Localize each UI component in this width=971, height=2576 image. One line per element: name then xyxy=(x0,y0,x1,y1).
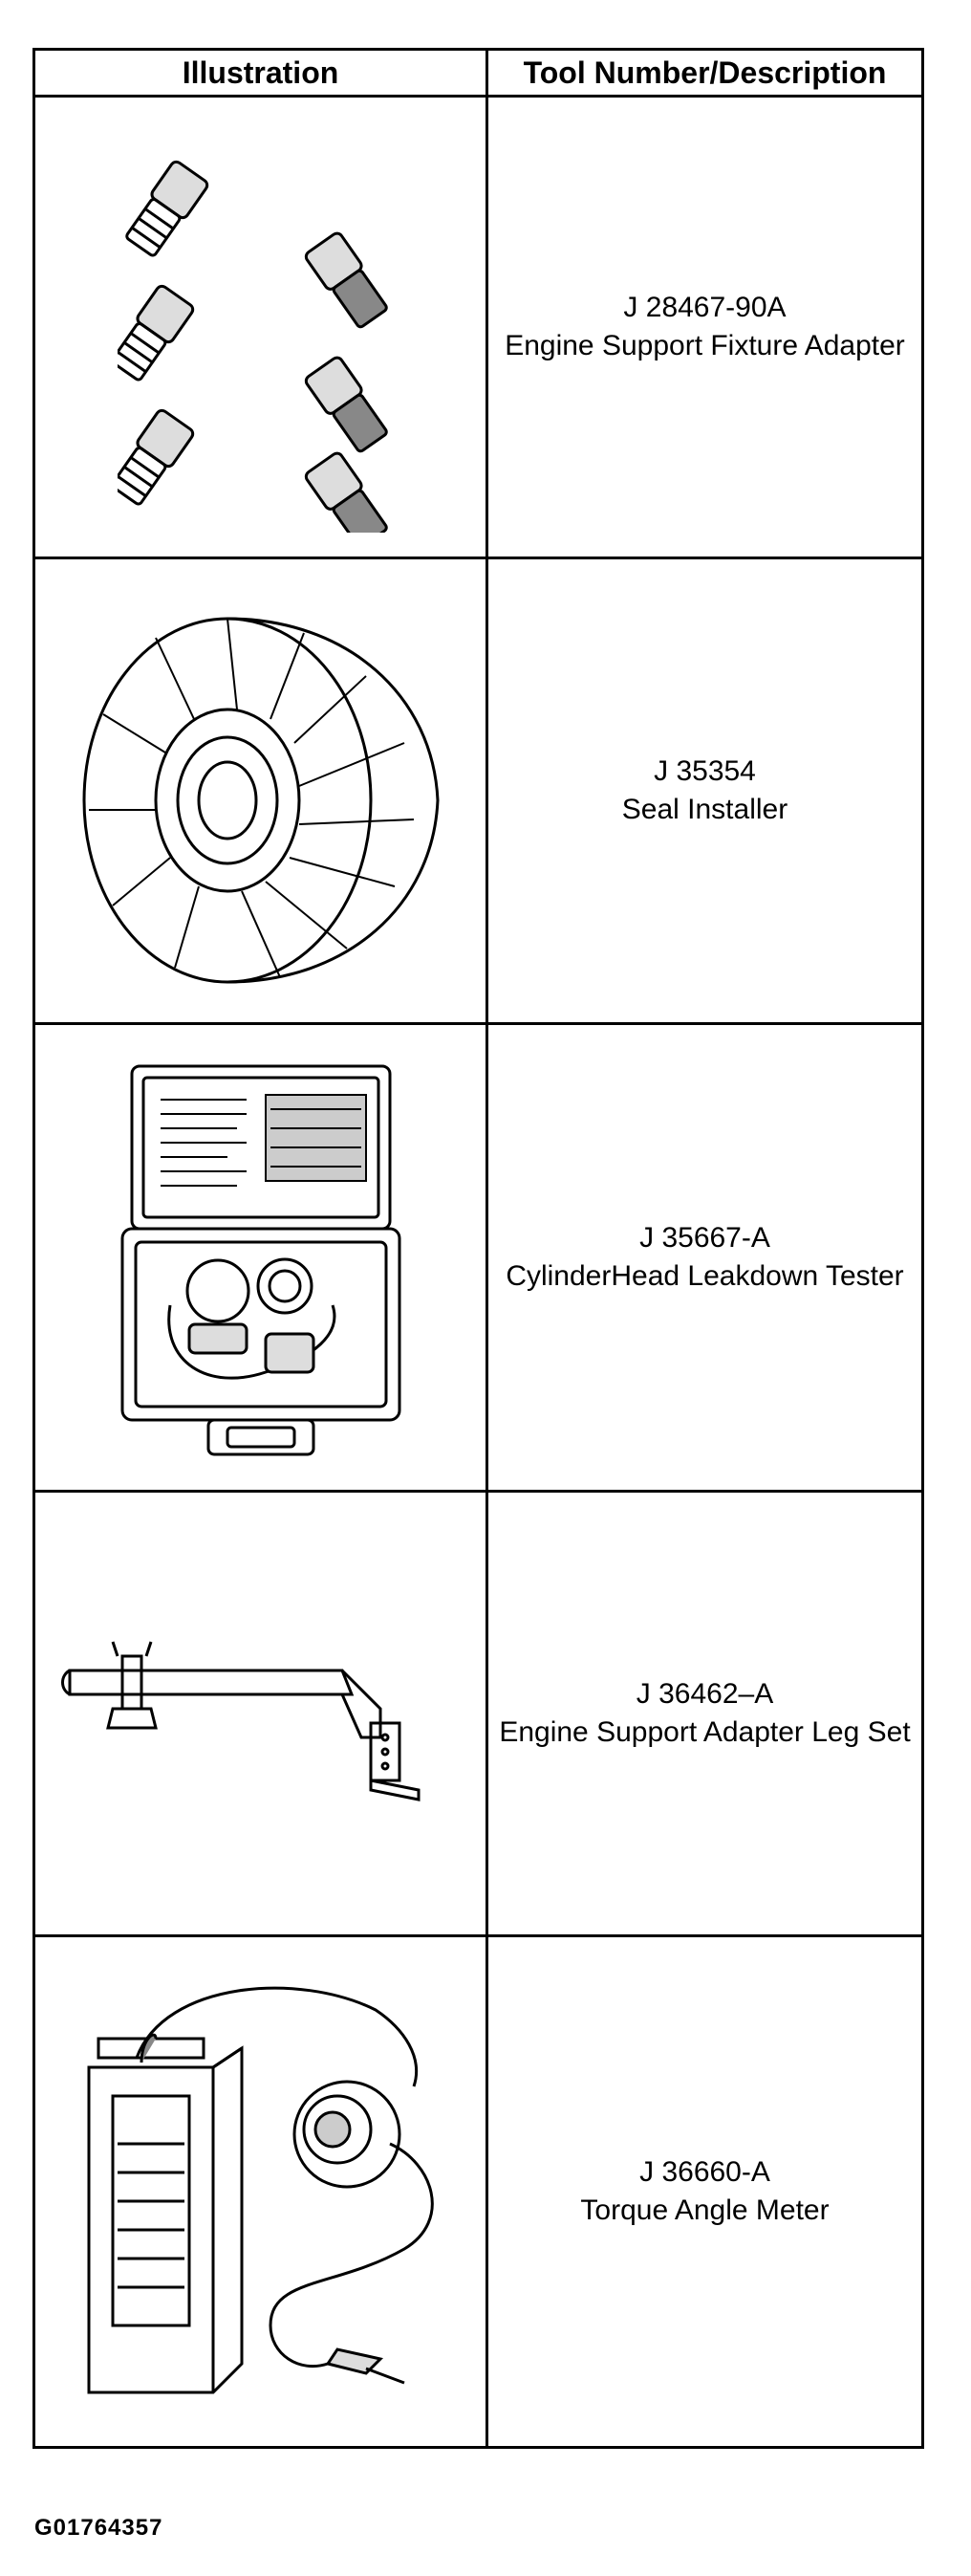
illustration-cell xyxy=(32,1934,488,2449)
description-cell: J 35354 Seal Installer xyxy=(486,557,924,1025)
tool-description: Engine Support Adapter Leg Set xyxy=(499,1716,911,1748)
illustration-cell xyxy=(32,1490,488,1937)
tool-number: J 35667-A xyxy=(639,1222,770,1254)
table-row: J 36462–A Engine Support Adapter Leg Set xyxy=(32,1490,924,1937)
illustration-cell xyxy=(32,95,488,559)
support-leg-bar-icon xyxy=(60,1641,420,1801)
adapter-pins-icon xyxy=(117,160,388,533)
description-cell: J 36660-A Torque Angle Meter xyxy=(486,1934,924,2449)
header-illustration: Illustration xyxy=(32,48,488,98)
tool-description: CylinderHead Leakdown Tester xyxy=(506,1260,904,1292)
illustration-cell xyxy=(32,1022,488,1493)
tool-table: Illustration Tool Number/Description xyxy=(32,48,924,2449)
tool-number: J 36462–A xyxy=(636,1678,774,1710)
tool-description: Seal Installer xyxy=(621,794,788,825)
seal-installer-icon xyxy=(82,617,440,984)
tool-number: J 35354 xyxy=(654,755,756,787)
tool-description: Engine Support Fixture Adapter xyxy=(505,330,905,361)
header-row: Illustration Tool Number/Description xyxy=(32,48,924,98)
table-row: J 35667-A CylinderHead Leakdown Tester xyxy=(32,1022,924,1493)
table-row: J 36660-A Torque Angle Meter xyxy=(32,1934,924,2449)
header-tool-number: Tool Number/Description xyxy=(486,48,924,98)
leakdown-tester-case-icon xyxy=(120,1064,400,1456)
figure-code: G01764357 xyxy=(34,2515,163,2541)
description-cell: J 35667-A CylinderHead Leakdown Tester xyxy=(486,1022,924,1493)
description-cell: J 36462–A Engine Support Adapter Leg Set xyxy=(486,1490,924,1937)
tool-number: J 28467-90A xyxy=(623,292,787,323)
table-row: J 35354 Seal Installer xyxy=(32,557,924,1025)
illustration-cell xyxy=(32,557,488,1025)
table-row: J 28467-90A Engine Support Fixture Adapt… xyxy=(32,95,924,559)
description-cell: J 28467-90A Engine Support Fixture Adapt… xyxy=(486,95,924,559)
tool-number: J 36660-A xyxy=(639,2156,770,2188)
torque-angle-meter-icon xyxy=(87,1986,434,2394)
tool-description: Torque Angle Meter xyxy=(580,2194,830,2226)
